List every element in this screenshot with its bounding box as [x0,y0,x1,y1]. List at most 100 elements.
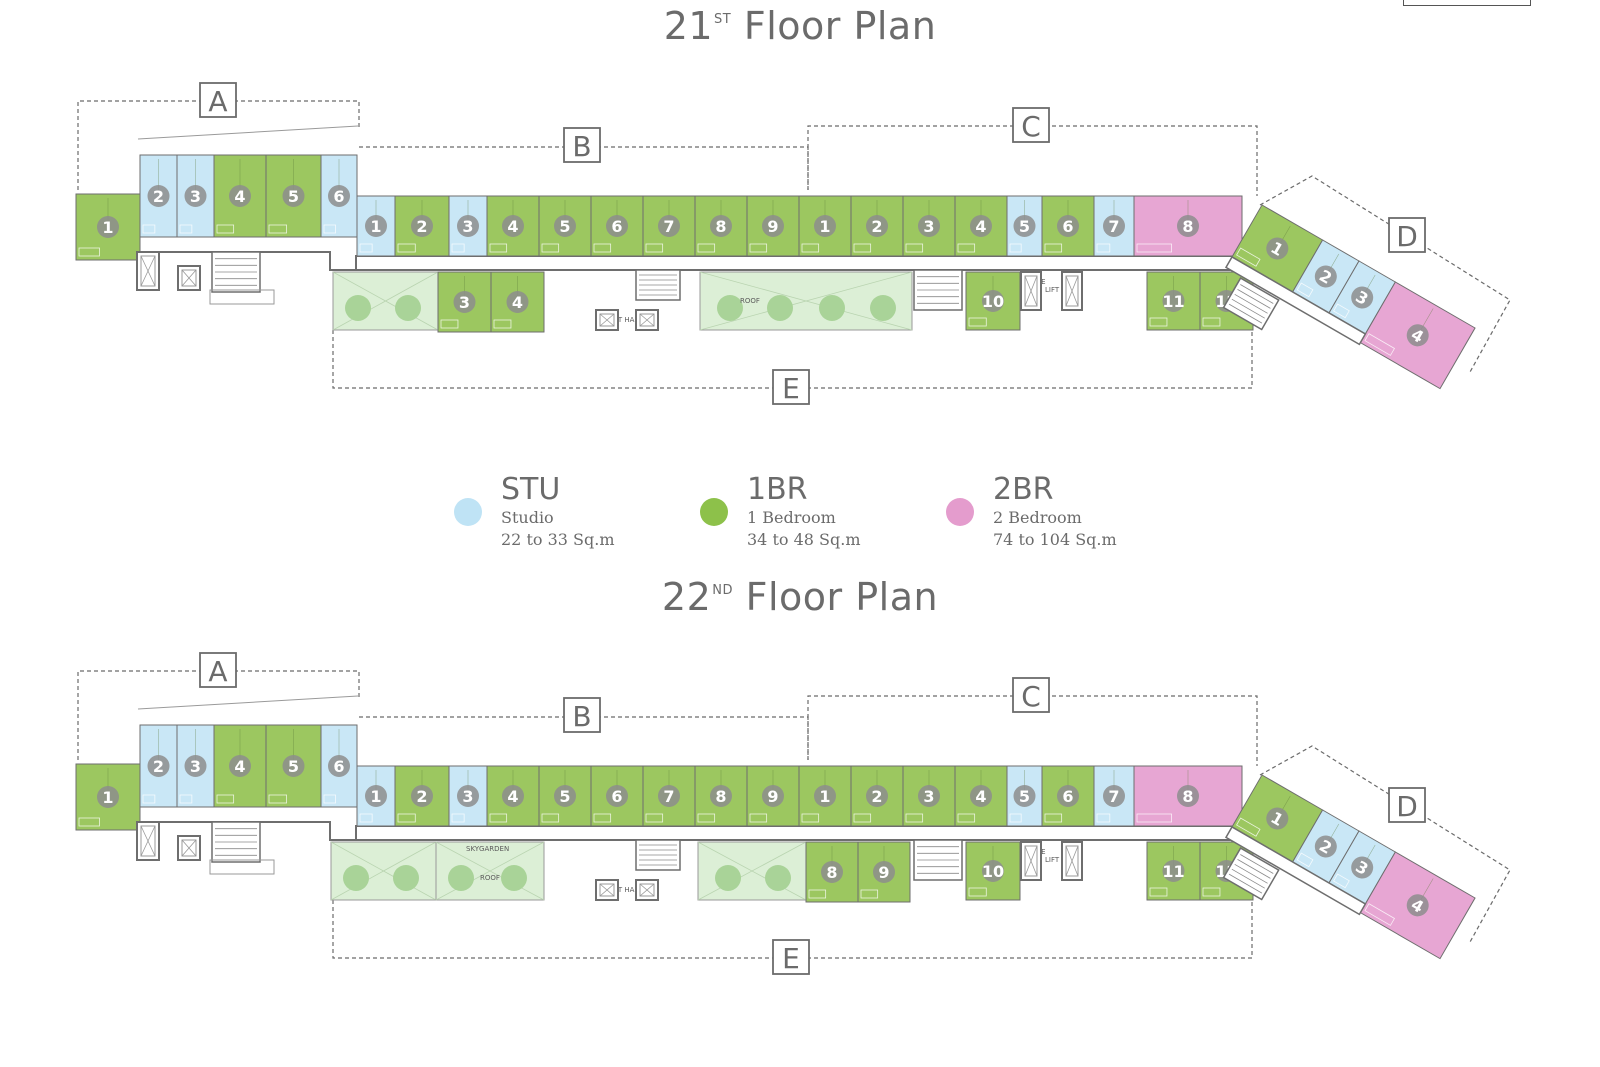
floor-21-C-unit-3: 3 [902,195,956,257]
floor-22-B-unit-9: 9 [746,765,800,827]
floor-22-A-unit-1-marker [97,786,119,808]
floor-21-B-unit-1-number: 1 [370,217,381,236]
floor-21-C-unit-8-marker [1177,215,1199,237]
legend-one-bedroom-code: 1BR [747,472,808,507]
floor-21-zone-A: A [199,82,237,118]
floor-22-zone-A-lift-2-inner [181,839,197,857]
floor-21-C-unit-5-marker [1013,215,1036,237]
floor-21-zone-C-letter: C [1021,110,1041,143]
floor-22-D-unit-2-fixture [1296,852,1314,868]
floor-22-A-unit-1-number: 1 [102,788,113,807]
floor-21-B-unit-7-number: 7 [663,217,674,236]
floor-21-C-unit-7-marker [1103,215,1125,237]
floor-22-zone-A-lift-2-cross-b [181,839,197,857]
floor-21-E-unit-3: 3 [437,271,492,333]
floor-22-B-unit-4: 4 [486,765,540,827]
floor-21-C-unit-5: 5 [1006,195,1043,257]
floor-21-zone-C: C [1012,107,1050,143]
floor-22-A-unit-5-number: 5 [288,757,299,776]
floor-22-garden-west [330,841,437,901]
floor-22-lift-east-cross-b [1065,845,1079,877]
floor-22-C-unit-8-marker [1177,785,1199,807]
floor-21-lift-west-2-inner [639,313,655,327]
floor-21-A-unit-6-number: 6 [333,187,344,206]
floor-21-C-unit-3-fixture [905,243,924,253]
floor-22-B-unit-8-marker [710,785,732,807]
floor-22-zone-A-terrace [209,859,275,875]
floor-21-C-unit-1-fixture [801,243,820,253]
floor-22-B-unit-5-fixture [541,813,560,823]
floor-22-E-unit-9-marker [873,861,895,883]
floor-22-C-unit-5-number: 5 [1019,787,1030,806]
floor-22-C-unit-2-marker [866,785,888,807]
floor-21-B-unit-1: 1 [356,195,396,257]
floor-21-B-unit-3-number: 3 [462,217,473,236]
floor-21-A-unit-1-fixture [78,247,100,257]
floor-21-zone-E: E [772,369,810,405]
floor-21-D-unit-4-fixture [1364,333,1396,356]
floor-22-C-unit-3-number: 3 [923,787,934,806]
floor-22-C-unit-1-fixture [801,813,820,823]
floor-21-C-unit-3-number: 3 [923,217,934,236]
floor-21-corridor [355,255,1257,271]
floor-21-zone-D-stairs-step [1231,298,1265,319]
floor-22-zone-D-stairs [1222,847,1280,901]
floor-21-zone-C-box [1012,107,1050,143]
floor-21-garden-roof [699,271,913,331]
floor-22-zone-A-lift-2 [177,835,201,861]
floor-21-lift-east-inner [1065,275,1079,307]
floor-21-zone-A-box [199,82,237,118]
floor-22-skygarden-label: SKYGARDEN [466,845,509,853]
floor-21-A-unit-2-marker [147,185,170,207]
floor-21-zone-B-box [563,127,601,163]
legend-studio-code: STU [501,472,561,507]
floor-21-D-unit-2: 2 [1291,239,1360,314]
legend-studio-swatch [454,498,482,526]
floor-22-B-unit-5-marker [554,785,576,807]
floor-22-skygarden-diag-b [435,841,545,901]
floor-22-zone-E-box [772,939,810,975]
floor-21-B-unit-9: 9 [746,195,800,257]
floor-21-E-unit-3-marker [453,291,476,313]
floor-22-zone-A-box [199,652,237,688]
floor-22-A-unit-4-number: 4 [234,757,245,776]
floor-21-E-unit-12-fixture [1202,317,1221,327]
floor-22-zone-A-letter: A [208,655,227,688]
floor-22-E-unit-9: 9 [857,841,911,903]
floor-21-B-unit-7: 7 [642,195,696,257]
floor-21-A-unit-2: 2 [139,154,178,238]
floor-21-zone-E-boundary [332,330,1253,389]
floor-21-lift-west-2-cross-b [639,313,655,327]
floor-21-E-unit-10-number: 10 [982,292,1004,311]
floor-22-E-unit-11-number: 11 [1162,862,1184,881]
floor-21-C-unit-2-marker [866,215,888,237]
floor-22-B-unit-9-fixture [749,813,768,823]
floor-21-C-unit-4: 4 [954,195,1008,257]
floor-22-B-unit-7-fixture [645,813,664,823]
floor-22-A-unit-6: 6 [320,724,358,808]
floor-21-E-unit-3-fixture [440,319,459,329]
floor-21-B-unit-9-number: 9 [767,217,778,236]
floor-22-B-unit-1-marker [365,785,387,807]
floor-21-E-unit-4-marker [506,291,529,313]
floor-21-B-unit-7-marker [658,215,680,237]
floor-22-B-unit-8: 8 [694,765,748,827]
floor-22-garden-east-diag-b [697,841,807,901]
floor-22-A-unit-2: 2 [139,724,178,808]
floor-22-B-unit-9-number: 9 [767,787,778,806]
floor-21-A-unit-5-number: 5 [288,187,299,206]
legend-two-bedroom-name: 2 Bedroom [993,508,1082,527]
floor-22-B-unit-1: 1 [356,765,396,827]
legend-studio-name: Studio [501,508,554,527]
floor-21-E-unit-4-number: 4 [512,293,523,312]
floor-22-A-unit-2-number: 2 [153,757,164,776]
floor-22-C-unit-4-fixture [957,813,976,823]
floor-22-D-unit-4: 4 [1359,851,1476,960]
legend-two-bedroom-swatch [946,498,974,526]
floor-21-B-unit-3-marker [457,215,479,237]
floor-22-C-unit-8-fixture [1136,813,1172,823]
floor-21-A-unit-5-fixture [268,224,288,234]
floor-21-C-unit-8-fixture [1136,243,1172,253]
floor-21-B-unit-8-fixture [697,243,716,253]
